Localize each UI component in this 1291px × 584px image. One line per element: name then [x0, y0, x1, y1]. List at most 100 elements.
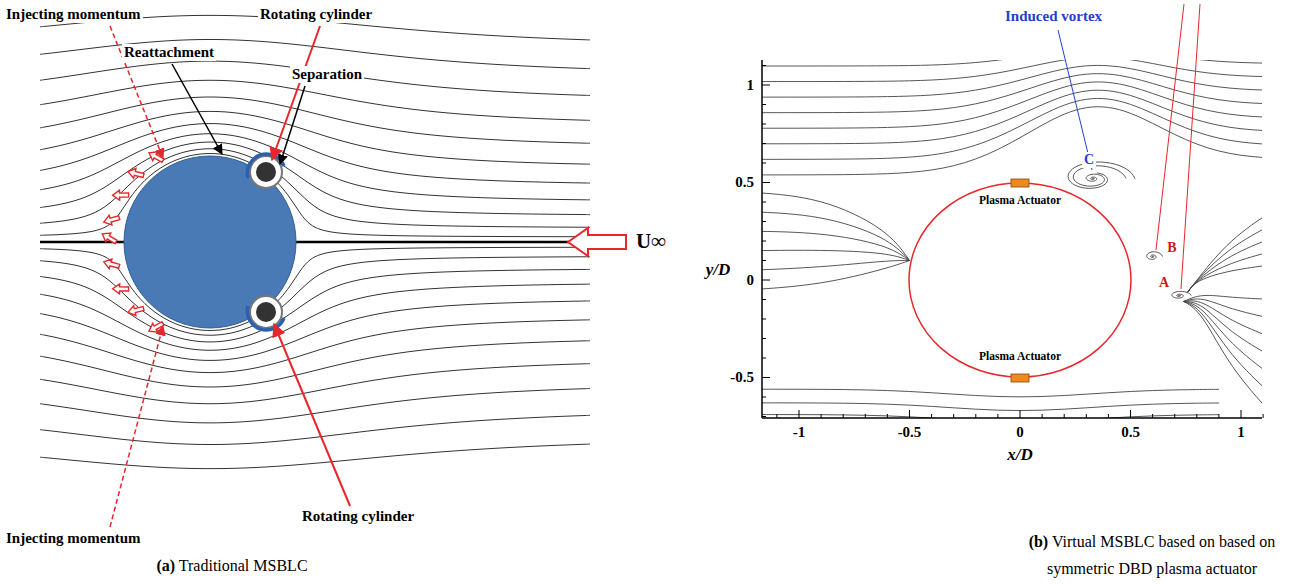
- streamline: [750, 231, 909, 260]
- momentum-arrow: [100, 229, 119, 246]
- momentum-arrows: [100, 148, 166, 335]
- tick: [865, 414, 866, 418]
- tick: [1042, 414, 1043, 418]
- tick: [762, 280, 770, 281]
- streamline: [1184, 301, 1275, 358]
- tick-label: 0: [747, 272, 755, 289]
- streamline: [40, 269, 590, 342]
- callout-label: Rotating cylinder: [300, 508, 416, 525]
- plasma-actuator: [1011, 374, 1029, 382]
- streamline: [750, 261, 909, 271]
- streamline: [40, 341, 590, 387]
- streamline: [1184, 301, 1275, 377]
- momentum-arrow: [127, 167, 145, 181]
- streamline: [40, 364, 590, 404]
- streamline: [755, 90, 1274, 144]
- streamline: [40, 154, 590, 237]
- streamline: [750, 250, 909, 260]
- tick: [1241, 410, 1242, 418]
- tick: [1020, 410, 1021, 418]
- streamline: [40, 149, 590, 227]
- tick: [762, 182, 770, 183]
- tick: [762, 338, 766, 339]
- tick-label: 0.5: [1121, 424, 1140, 441]
- streamline: [1172, 291, 1191, 298]
- callout-label: Rotating cylinder: [258, 6, 374, 23]
- rotating-cylinder: [247, 154, 284, 188]
- streamline: [755, 82, 1274, 128]
- vortex-letter: C: [1082, 152, 1096, 167]
- rotating-cylinder: [247, 296, 284, 330]
- callout-label: Injecting momentum: [4, 530, 143, 547]
- streamline: [750, 192, 909, 260]
- tick: [762, 377, 770, 378]
- tick-label: -1: [793, 424, 806, 441]
- main-cylinder: [124, 156, 296, 328]
- tick: [762, 104, 766, 105]
- tick: [762, 416, 766, 417]
- momentum-arrow: [102, 213, 120, 227]
- momentum-arrow: [113, 284, 129, 294]
- tick: [762, 260, 766, 261]
- tick: [762, 397, 766, 398]
- streamline: [40, 39, 590, 68]
- actuator-label: Plasma Actuator: [979, 194, 1061, 207]
- tick-label: 1: [747, 77, 755, 94]
- streamline: [755, 74, 1274, 113]
- tick: [1086, 414, 1087, 418]
- streamline: [755, 389, 1219, 397]
- tick: [1064, 414, 1065, 418]
- cylinder-outline: [909, 183, 1131, 377]
- streamlines: [40, 15, 590, 468]
- streamline: [40, 389, 590, 423]
- tick: [762, 202, 766, 203]
- tick: [909, 410, 910, 418]
- tick: [843, 414, 844, 418]
- streamline: [750, 212, 909, 261]
- tick: [1218, 414, 1219, 418]
- tick: [762, 163, 766, 164]
- tick-label: -0.5: [730, 369, 754, 386]
- tick: [1152, 414, 1153, 418]
- streamline: [1184, 301, 1275, 416]
- streamline: [1188, 251, 1274, 292]
- streamline: [40, 80, 590, 120]
- streamline: [40, 320, 590, 373]
- callout-label: Separation: [290, 66, 364, 83]
- streamline: [1184, 301, 1275, 339]
- momentum-arrow: [127, 304, 145, 318]
- tick: [762, 85, 770, 86]
- streamline: [1184, 295, 1275, 301]
- axis-title: y/D: [706, 261, 731, 280]
- tick-label: 0.5: [735, 174, 754, 191]
- vortex-letter: B: [1165, 240, 1178, 255]
- freestream-arrow: [568, 228, 626, 256]
- tick: [1130, 410, 1131, 418]
- callout-label: Induced vortex: [1003, 8, 1104, 25]
- tick-label: 1: [1237, 424, 1245, 441]
- tick: [762, 299, 766, 300]
- tick: [762, 358, 766, 359]
- streamline: [40, 97, 590, 143]
- plasma-actuator: [1011, 179, 1029, 187]
- tick: [1108, 414, 1109, 418]
- streamline: [40, 111, 590, 164]
- tick: [776, 414, 777, 418]
- streamline: [1188, 237, 1274, 292]
- streamline: [1188, 210, 1274, 292]
- leader-lines: [1058, 4, 1200, 289]
- tick: [762, 124, 766, 125]
- tick-label: -0.5: [898, 424, 922, 441]
- streamline: [750, 261, 909, 290]
- streamline: [1188, 223, 1274, 291]
- tick: [1263, 414, 1264, 418]
- tick: [975, 414, 976, 418]
- tick: [762, 65, 766, 66]
- tick: [799, 410, 800, 418]
- axes: [762, 60, 1263, 418]
- streamline: [40, 444, 590, 469]
- momentum-arrow: [113, 190, 129, 200]
- streamline: [755, 403, 1219, 411]
- tick: [1174, 414, 1175, 418]
